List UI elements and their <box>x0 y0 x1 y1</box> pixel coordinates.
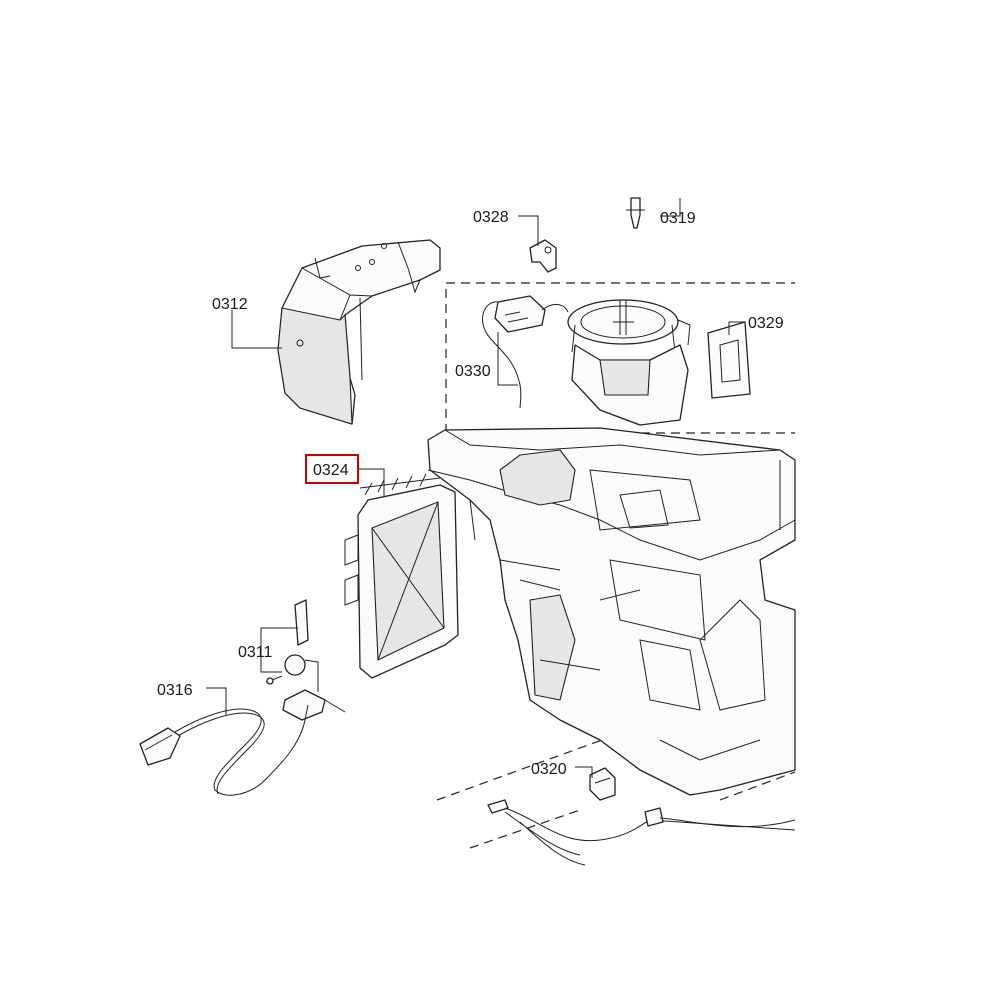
part-0330-wired-sensor[interactable] <box>482 295 569 409</box>
part-0324-control-board[interactable] <box>344 473 459 679</box>
callout-0330: 0330 <box>455 363 491 380</box>
leader-0328 <box>518 215 539 246</box>
leader-0330 <box>497 332 518 386</box>
part-0312-top-cover[interactable] <box>277 239 441 425</box>
part-0320-connector[interactable] <box>589 767 616 801</box>
part-0311-switch-clamp[interactable] <box>265 599 346 721</box>
part-0329-plate[interactable] <box>707 321 751 399</box>
callout-0324-highlight-box <box>305 454 359 484</box>
callout-0316: 0316 <box>157 682 193 699</box>
leader-0320 <box>575 766 593 778</box>
callout-0319: 0319 <box>660 210 696 227</box>
leader-0324 <box>358 468 385 497</box>
leader-0311 <box>260 627 298 673</box>
part-0316-power-cord[interactable] <box>139 704 309 796</box>
leader-0312 <box>231 310 282 349</box>
callout-0328: 0328 <box>473 209 509 226</box>
callout-0320: 0320 <box>531 761 567 778</box>
motor-assembly <box>567 299 691 426</box>
part-0328-sensor[interactable] <box>529 239 557 273</box>
wiring-harness <box>487 799 796 866</box>
leader-0316 <box>206 687 227 715</box>
part-0319-connector-pin[interactable] <box>626 197 645 229</box>
main-chassis <box>427 427 796 796</box>
group-boundary-upper <box>445 282 795 434</box>
leader-0319 <box>660 198 681 217</box>
callout-0311: 0311 <box>238 644 273 661</box>
callout-0324: 0324 <box>313 462 349 479</box>
callout-0312: 0312 <box>212 296 248 313</box>
leader-0329 <box>728 321 745 335</box>
callout-0329: 0329 <box>748 315 784 332</box>
